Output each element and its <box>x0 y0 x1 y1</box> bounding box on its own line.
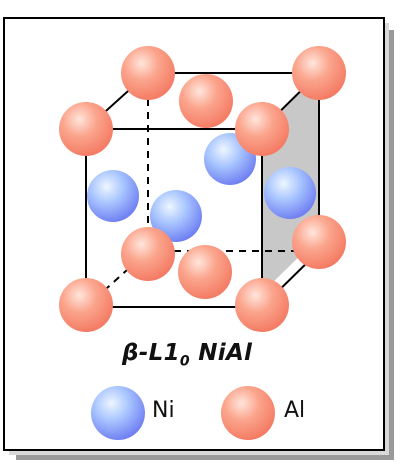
al-atom <box>121 227 175 281</box>
legend-label-al: Al <box>284 398 306 423</box>
al-atom <box>178 245 232 299</box>
ni-atom <box>87 170 139 222</box>
al-atom <box>179 74 233 128</box>
structure-title: β-L10 NiAl <box>122 340 252 370</box>
al-atom <box>59 278 113 332</box>
structure-name-suffix: NiAl <box>189 340 253 366</box>
al-atom <box>292 215 346 269</box>
al-atom <box>235 278 289 332</box>
ni-atom <box>150 190 202 242</box>
structure-name-subscript: 0 <box>179 353 190 370</box>
al-atom <box>59 102 113 156</box>
legend-al-swatch <box>221 386 275 440</box>
structure-name-prefix: β-L1 <box>122 340 180 366</box>
ni-atom <box>264 167 316 219</box>
legend-label-ni: Ni <box>152 398 175 423</box>
al-atom <box>292 46 346 100</box>
atoms <box>59 46 346 332</box>
al-atom <box>121 46 175 100</box>
al-atom <box>235 102 289 156</box>
legend-ni-swatch <box>91 386 145 440</box>
